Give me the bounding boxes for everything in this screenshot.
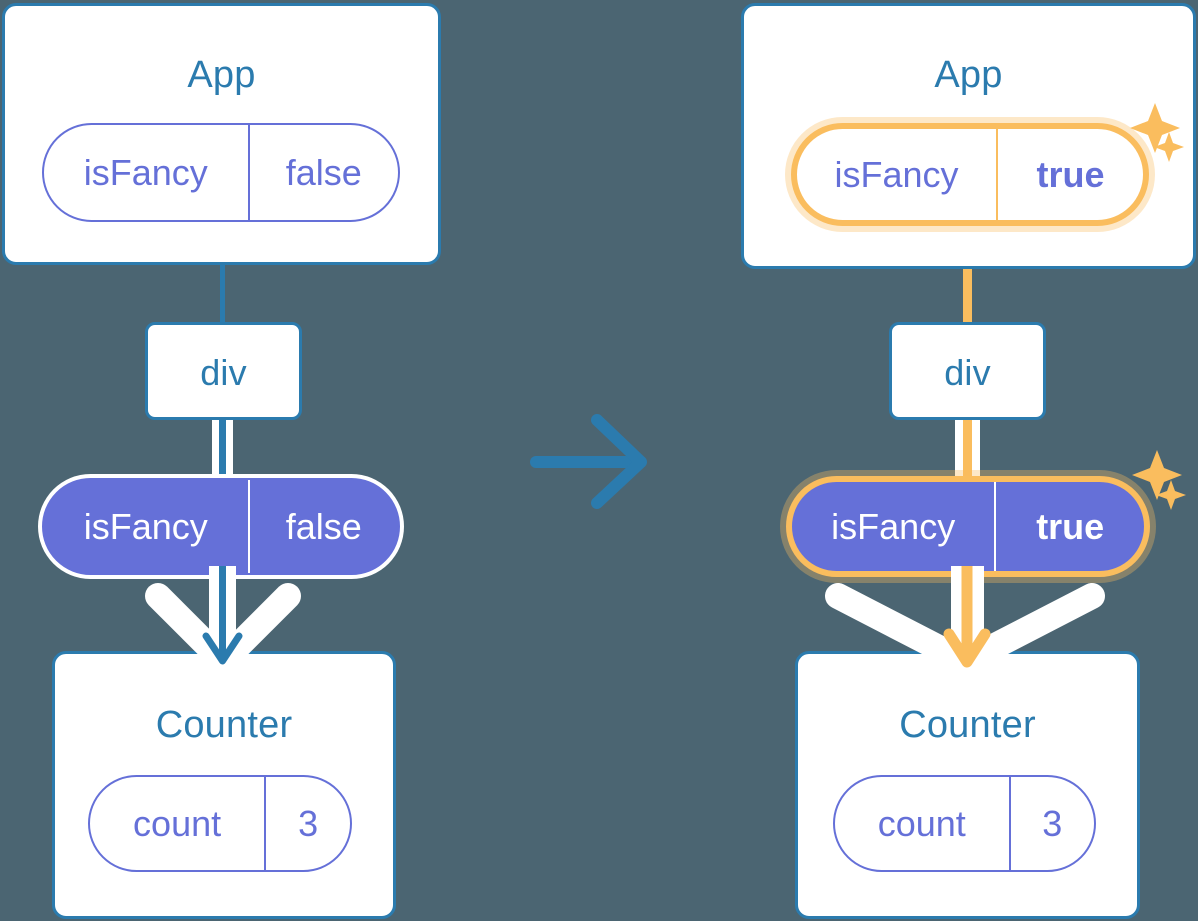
pill-prop-value-after: true [994,482,1144,571]
pill-counter-state-after: count 3 [833,775,1096,872]
arrow-pill-to-counter-after [943,566,991,668]
pill-prop-value-before: false [247,480,398,573]
flare-arrow-before [145,566,301,673]
pill-counter-key-after: count [877,802,966,844]
pill-prop-key-before: isFancy [83,505,208,547]
pill-counter-value-before: 3 [264,777,350,870]
arrow-pill-to-counter-before [202,566,243,665]
sparkle-prop-small-icon [1156,480,1186,510]
pill-app-key-before: isFancy [83,151,208,193]
pill-counter-state-before: count 3 [88,775,352,872]
card-div-before: div [145,322,302,420]
card-div-label-before: div [200,352,247,393]
transition-arrow [530,414,647,509]
card-counter-title-before: Counter [155,704,293,746]
connector-app-to-div-after [963,240,972,324]
card-counter-title-after: Counter [899,704,1036,746]
connector-div-to-pill-after [963,418,972,484]
pill-app-state-before: isFancy false [42,123,400,222]
pill-counter-key-before: count [133,802,222,844]
connector-div-to-pill-core-before [219,418,226,482]
pill-prop-before: isFancy false [42,478,400,575]
connector-app-to-div-before [220,262,225,324]
pill-prop-key-after: isFancy [831,505,956,547]
card-div-after: div [889,322,1046,420]
card-app-title-after: App [934,54,1003,96]
card-div-label-after: div [944,352,991,393]
pill-app-value-after: true [995,129,1143,220]
pill-prop-after: isFancy true [786,476,1150,577]
sparkle-prop-large-icon [1132,450,1182,500]
pill-app-key-after: isFancy [834,153,959,195]
pill-counter-value-after: 3 [1008,777,1094,870]
card-app-title-before: App [187,54,256,96]
pill-app-state-after: isFancy true [791,123,1149,226]
pill-app-value-before: false [247,125,398,220]
